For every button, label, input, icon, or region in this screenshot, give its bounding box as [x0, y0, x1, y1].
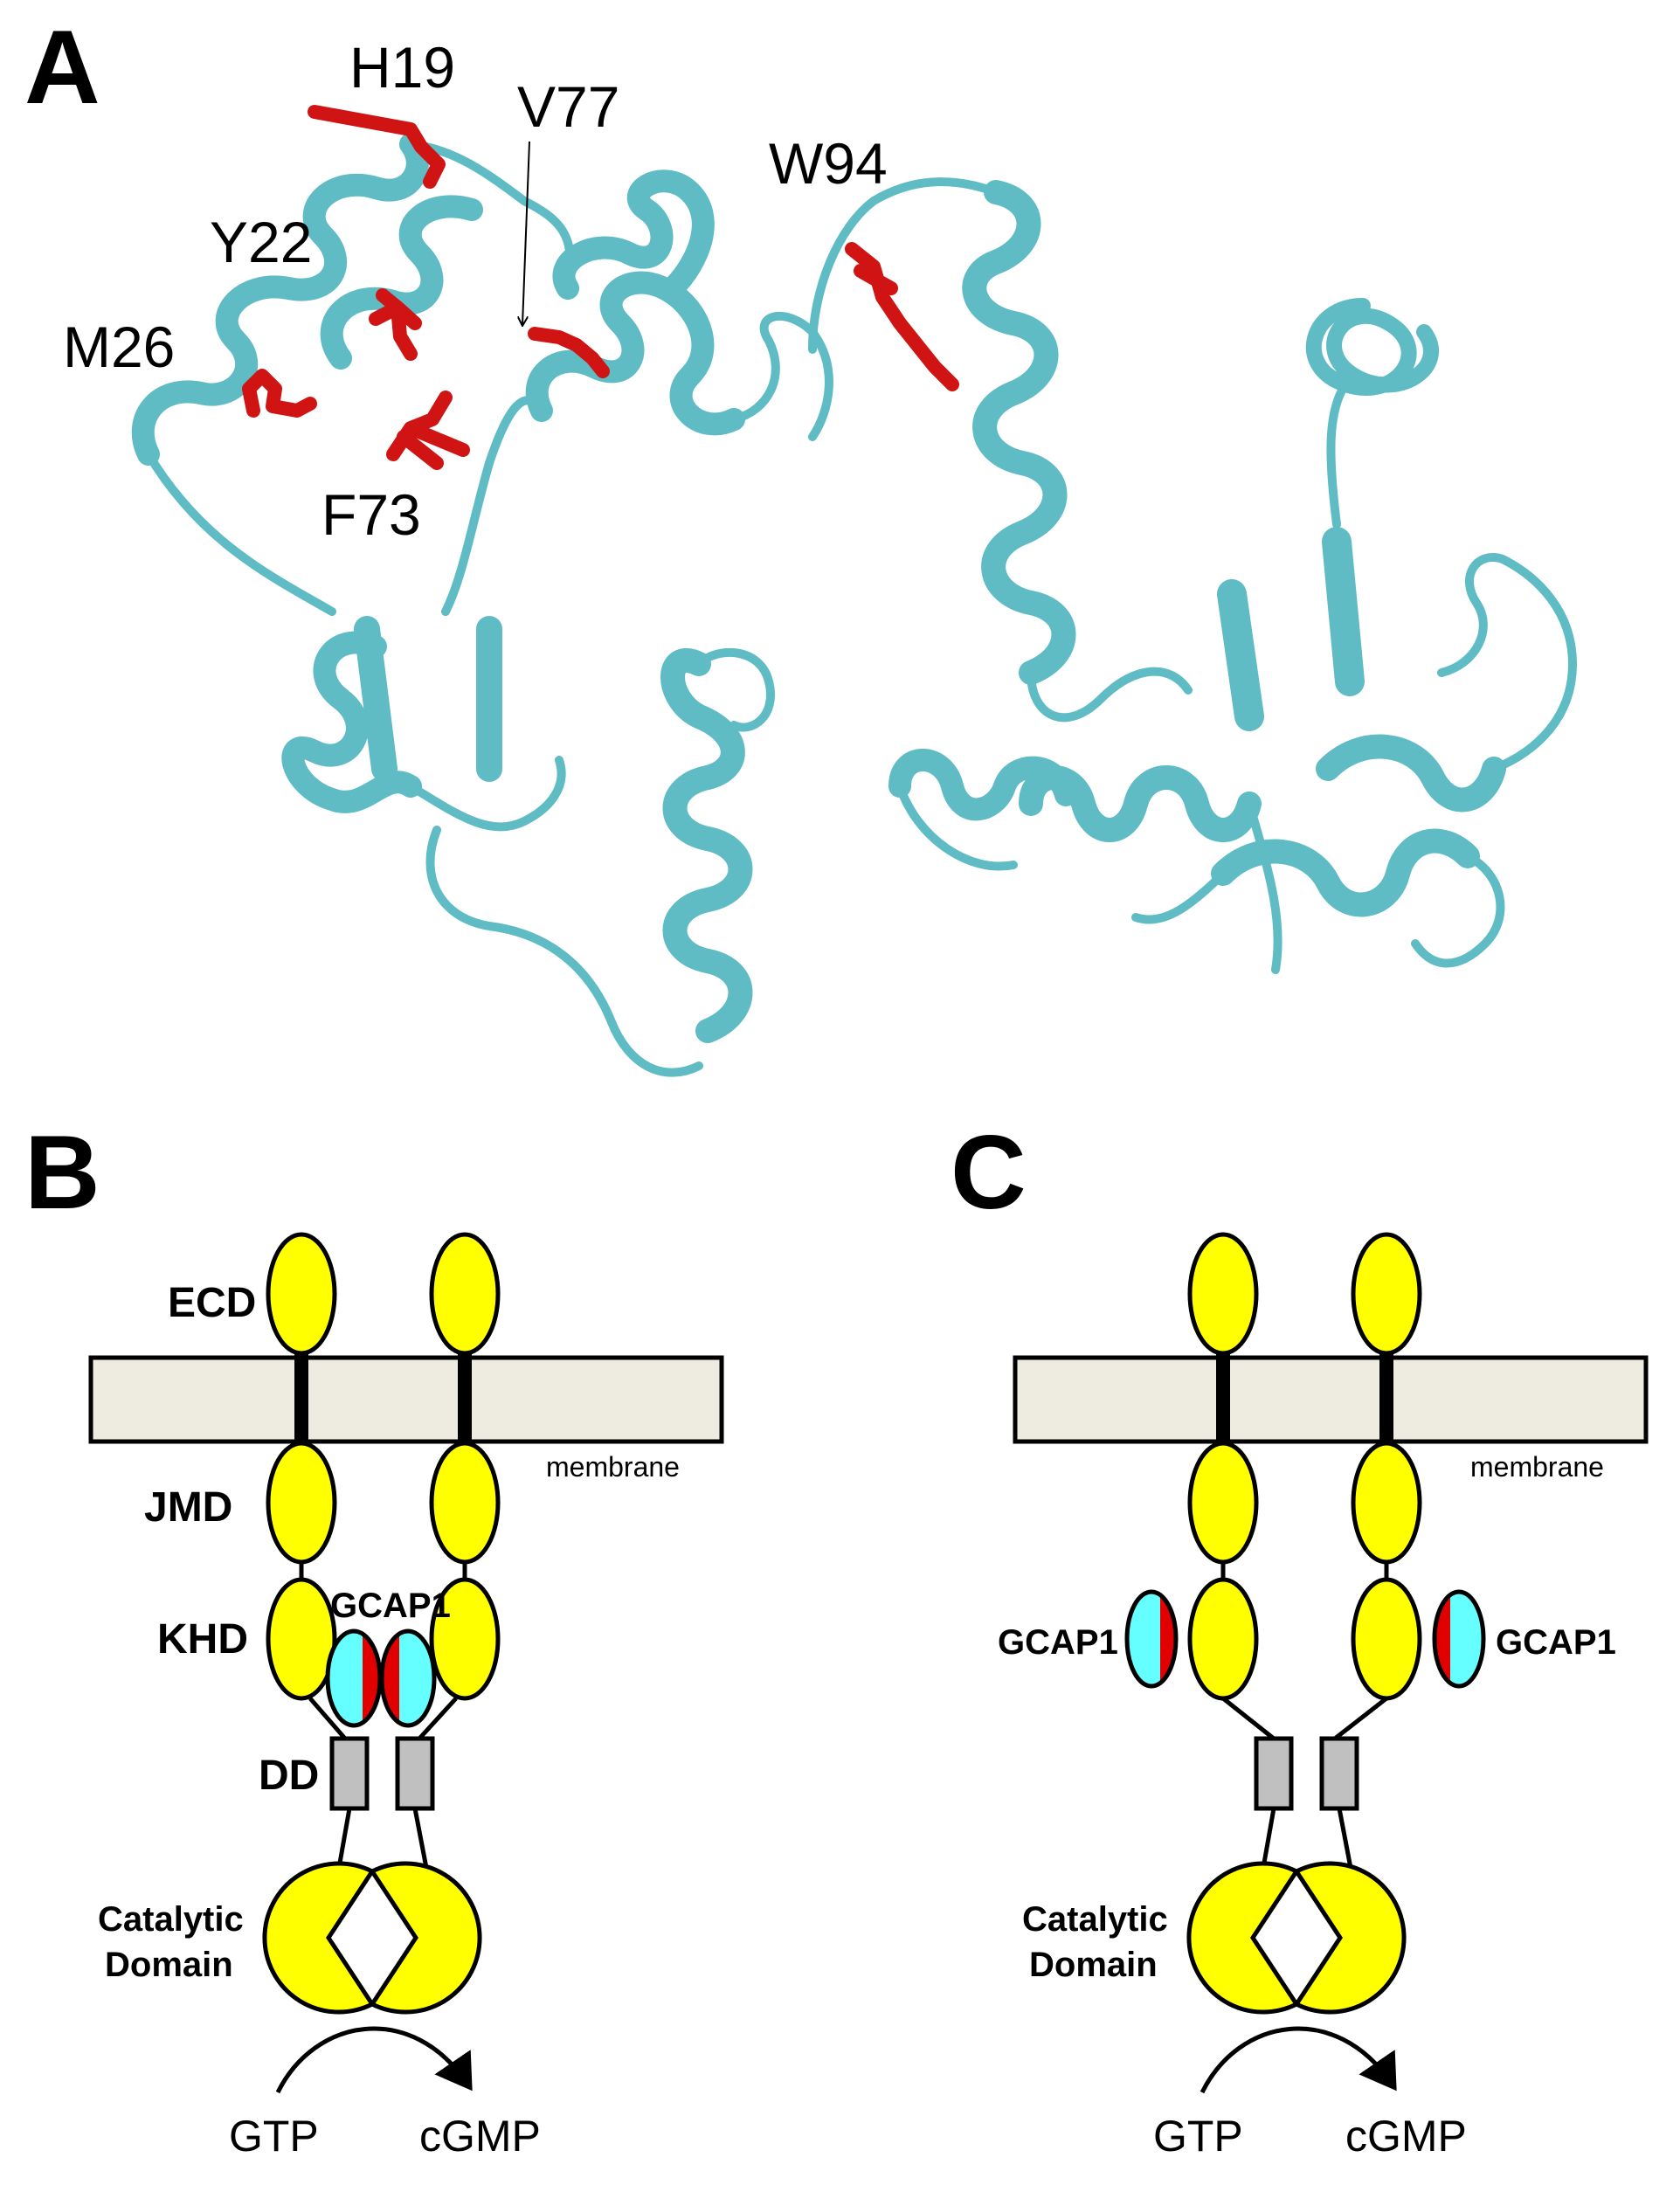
tm-helix-c-right	[1379, 1353, 1393, 1446]
v77-pointer-arrow	[522, 141, 530, 325]
gtp-label-c: GTP	[1153, 2112, 1243, 2161]
panel-a: A	[24, 9, 1577, 1077]
catalytic-c-right	[1293, 1861, 1407, 2015]
cgmp-label-b: cGMP	[419, 2112, 541, 2161]
residues	[242, 105, 959, 470]
m26-sidechain	[242, 369, 317, 418]
ecd-label: ECD	[168, 1280, 256, 1326]
cgmp-label-c: cGMP	[1345, 2112, 1467, 2161]
panel-b: B ECD membrane JMD KHD GCAP1	[24, 1114, 724, 2161]
membrane-label: membrane	[546, 1451, 680, 1483]
label-v77: V77	[517, 74, 619, 139]
v77-sidechain	[528, 327, 610, 378]
catalytic-label-b-1: Catalytic	[98, 1900, 244, 1939]
dd-c-left	[1254, 1736, 1294, 1811]
gcap1-label-b: GCAP1	[330, 1587, 451, 1625]
label-m26: M26	[63, 315, 175, 379]
ecd-right	[429, 1232, 501, 1356]
dd-left	[329, 1736, 370, 1811]
gcap1-c-right	[1432, 1589, 1486, 1689]
panel-a-letter: A	[24, 9, 100, 126]
gcap1-label-c-right: GCAP1	[1496, 1623, 1616, 1662]
label-y22: Y22	[210, 210, 312, 274]
catalytic-label-c-1: Catalytic	[1022, 1900, 1168, 1939]
catalytic-label-b-2: Domain	[105, 1946, 233, 1984]
dd-label: DD	[259, 1753, 319, 1799]
membrane-bar	[88, 1355, 724, 1444]
gcap1-c-left	[1124, 1589, 1179, 1689]
protein-ribbon	[131, 133, 1577, 1077]
jmd-c-right	[1351, 1441, 1422, 1565]
catalytic-domain-b	[262, 1861, 482, 2015]
jmd-label: JMD	[144, 1484, 232, 1531]
ecd-left	[266, 1232, 337, 1356]
panel-b-letter: B	[24, 1114, 100, 1231]
catalytic-right	[369, 1861, 482, 2015]
khd-c-right	[1351, 1577, 1422, 1701]
reaction-arrow-b	[275, 2026, 473, 2094]
panel-c-letter: C	[951, 1114, 1027, 1231]
label-w94: W94	[769, 131, 888, 196]
gcap1-pair	[325, 1628, 437, 1728]
dd-cat-link-right	[412, 1808, 429, 1869]
ecd-c-right	[1351, 1232, 1422, 1356]
catalytic-c-left	[1186, 1861, 1300, 2015]
label-f73: F73	[321, 482, 421, 547]
f73-sidechain	[386, 391, 470, 470]
dd-cat-link-c-left	[1261, 1808, 1276, 1869]
tm-helix-left	[294, 1353, 308, 1446]
tm-helix-right	[458, 1353, 472, 1446]
catalytic-domain-c	[1186, 1861, 1407, 2015]
khd-dd-link-c-right	[1333, 1697, 1388, 1740]
h19-sidechain	[308, 105, 446, 189]
jmd-right	[429, 1441, 501, 1565]
membrane-bar-c	[1013, 1355, 1649, 1444]
khd-c-left	[1187, 1577, 1259, 1701]
y22-sidechain	[369, 288, 422, 361]
dd-cat-link-c-right	[1337, 1808, 1353, 1869]
dd-c-right	[1319, 1736, 1359, 1811]
reaction-arrow-c	[1200, 2026, 1397, 2094]
ecd-c-left	[1187, 1232, 1259, 1356]
khd-dd-link-right	[418, 1697, 458, 1740]
tm-helix-c-left	[1216, 1353, 1230, 1446]
label-h19: H19	[349, 35, 455, 100]
dd-cat-link-left	[336, 1808, 352, 1869]
catalytic-left	[262, 1861, 376, 2015]
catalytic-label-c-2: Domain	[1029, 1946, 1158, 1984]
w94-sidechain	[845, 242, 959, 391]
khd-dd-link-left	[308, 1697, 347, 1740]
jmd-c-left	[1187, 1441, 1259, 1565]
jmd-left	[266, 1441, 337, 1565]
khd-dd-link-c-left	[1221, 1697, 1276, 1740]
residue-labels: H19 V77 W94 Y22 M26 F73	[63, 35, 888, 547]
gtp-label-b: GTP	[229, 2112, 319, 2161]
membrane-label-c: membrane	[1470, 1451, 1604, 1483]
khd-label: KHD	[157, 1616, 248, 1663]
khd-right	[429, 1577, 501, 1701]
khd-left	[266, 1577, 337, 1701]
dd-right	[395, 1736, 435, 1811]
gcap1-label-c-left: GCAP1	[998, 1623, 1118, 1662]
panel-c: C membrane GCAP1 GCAP1	[951, 1114, 1649, 2161]
